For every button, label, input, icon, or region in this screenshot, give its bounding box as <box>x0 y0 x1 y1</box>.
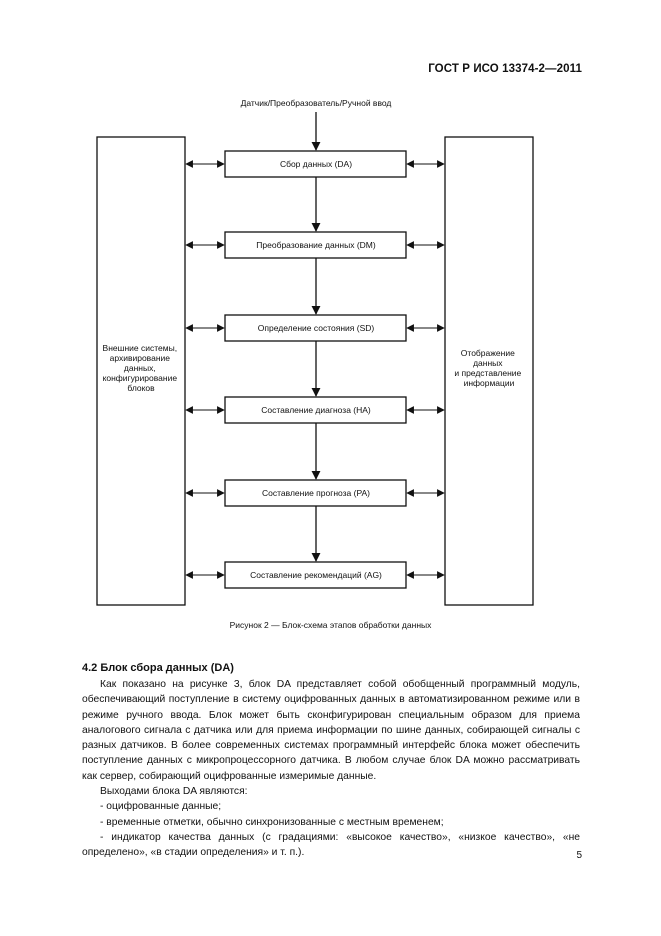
list-item: - индикатор качества данных (с градациям… <box>82 831 580 859</box>
list-item: - оцифрованные данные; <box>100 801 222 813</box>
stage-pa-label: Составление прогноза (PA) <box>262 488 370 498</box>
stage-ha: Составление диагноза (HA) <box>224 396 407 424</box>
stage-da-label: Сбор данных (DA) <box>280 159 352 169</box>
figure-caption: Рисунок 2 — Блок-схема этапов обработки … <box>229 620 432 630</box>
external-systems-box <box>96 136 186 606</box>
stage-ag: Составление рекомендаций (AG) <box>224 561 407 589</box>
data-display-box <box>444 136 534 606</box>
side-link-arrows <box>185 160 445 579</box>
list-item: - временные отметки, обычно синхронизова… <box>100 816 444 828</box>
stage-da: Сбор данных (DA) <box>224 150 407 178</box>
paragraph: Как показано на рисунке 3, блок DA предс… <box>82 679 580 782</box>
stage-ag-label: Составление рекомендаций (AG) <box>250 570 382 580</box>
input-source-label: Датчик/Преобразователь/Ручной ввод <box>241 98 392 108</box>
stage-pa: Составление прогноза (PA) <box>224 479 407 507</box>
stage-dm-label: Преобразование данных (DM) <box>256 240 376 250</box>
document-code: ГОСТ Р ИСО 13374-2—2011 <box>428 63 582 75</box>
stage-ha-label: Составление диагноза (HA) <box>261 405 371 415</box>
page-number: 5 <box>576 850 582 861</box>
section-body: Как показано на рисунке 3, блок DA предс… <box>82 677 580 861</box>
processing-flow-diagram: Датчик/Преобразователь/Ручной ввод Внешн… <box>96 98 534 606</box>
data-display-label: Отображение данных и представление инфор… <box>454 348 523 388</box>
paragraph: Выходами блока DA являются: <box>100 786 248 798</box>
stage-dm: Преобразование данных (DM) <box>224 231 407 259</box>
external-systems-label: Внешние системы, архивирование данных, к… <box>103 343 180 393</box>
stage-sd-label: Определение состояния (SD) <box>258 323 375 333</box>
stage-sd: Определение состояния (SD) <box>224 314 407 342</box>
section-heading: 4.2 Блок сбора данных (DA) <box>82 662 234 674</box>
